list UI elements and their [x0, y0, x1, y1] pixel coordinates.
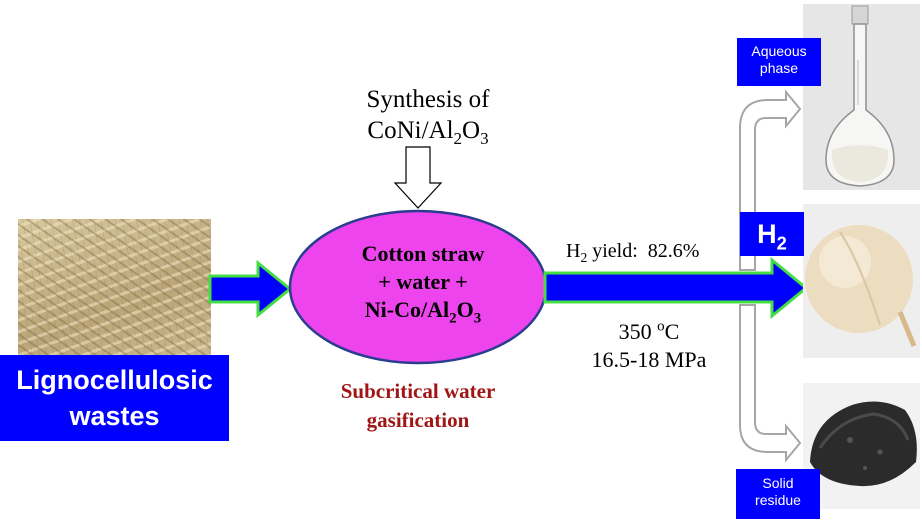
h2-letter: H	[757, 219, 777, 249]
synthesis-catalyst-prefix: CoNi/Al	[367, 117, 454, 144]
temperature-unit: C	[664, 319, 680, 344]
reactor-line3: Ni-Co/Al2O3	[300, 296, 546, 327]
process-label: Subcritical water gasification	[300, 377, 536, 435]
reactor-contents: Cotton straw + water + Ni-Co/Al2O3	[300, 240, 546, 327]
synthesis-sub2: 3	[480, 129, 489, 148]
reactor-line3-mid: O	[456, 297, 474, 322]
temperature-label: 350 oC	[560, 318, 738, 346]
cotton-straw-photo	[18, 219, 211, 357]
yield-sub: 2	[580, 250, 588, 265]
temperature-value: 350	[618, 319, 658, 344]
aqueous-line2: phase	[759, 60, 799, 76]
reactor-line3-prefix: Ni-Co/Al	[364, 297, 450, 322]
solid-line2: residue	[755, 492, 801, 508]
feedstock-label-box: Lignocellulosic wastes	[0, 355, 229, 441]
solid-branch-arrow	[739, 304, 802, 463]
feedstock-label-line1: Lignocellulosic	[16, 365, 213, 395]
reactor-line3-sub1: 2	[449, 310, 457, 327]
synthesis-down-arrow	[393, 146, 443, 209]
aqueous-phase-label: Aqueous phase	[737, 38, 821, 86]
pressure-label: 16.5-18 MPa	[591, 347, 707, 372]
h2-product-box: H2	[740, 212, 804, 256]
process-line2: gasification	[366, 408, 470, 432]
synthesis-sub1: 2	[453, 129, 463, 148]
yield-text: yield: 82.6%	[587, 240, 700, 262]
synthesis-line1: Synthesis of	[366, 86, 490, 113]
volumetric-flask-photo	[803, 4, 920, 190]
feedstock-label-line2: wastes	[69, 401, 160, 431]
hydrogen-balloon-photo	[803, 204, 920, 358]
synthesis-mid: O	[462, 117, 481, 144]
solid-line1: Solid	[762, 475, 794, 491]
feed-arrow	[208, 259, 293, 319]
process-line1: Subcritical water	[340, 379, 496, 403]
solid-residue-label: Solid residue	[736, 469, 820, 519]
synthesis-catalyst: CoNi/Al2O3	[330, 115, 526, 148]
product-arrow	[543, 256, 809, 320]
synthesis-label: Synthesis of CoNi/Al2O3	[330, 84, 526, 148]
reactor-line2: + water +	[378, 269, 468, 294]
h2-yield-label: H2 yield: 82.6%	[566, 240, 700, 265]
reaction-conditions: 350 oC 16.5-18 MPa	[560, 318, 738, 374]
reactor-line1: Cotton straw	[361, 241, 485, 266]
reactor-line3-sub2: 3	[473, 310, 482, 327]
solid-residue-photo	[803, 383, 920, 509]
h2-sub: 2	[776, 232, 787, 254]
temperature-sup: o	[657, 318, 665, 335]
yield-prefix: H	[566, 240, 581, 262]
aqueous-line1: Aqueous	[751, 43, 807, 59]
